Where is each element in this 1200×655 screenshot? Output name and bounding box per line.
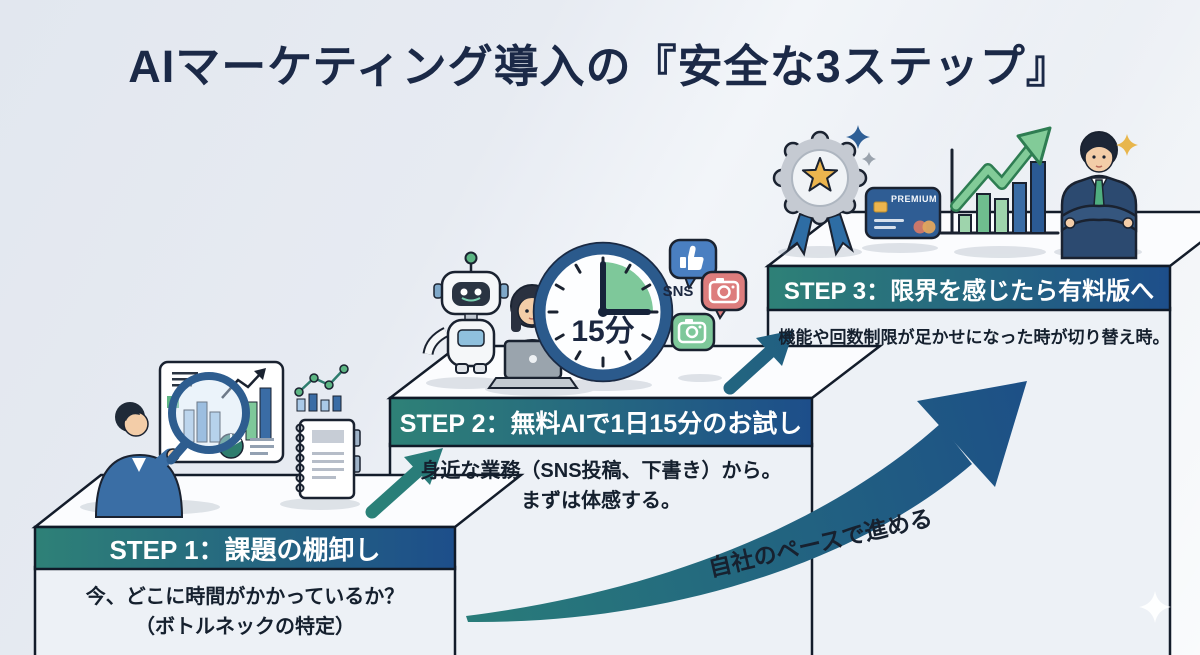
sparkle-icon <box>1139 591 1171 623</box>
step-transition-arrow-2 <box>723 330 794 395</box>
step-transition-arrow-1 <box>365 448 443 519</box>
ai-trial-illustration <box>422 238 748 389</box>
step-2-banner-label: STEP 2：無料AIで1日15分のお試し <box>399 410 803 438</box>
step-3-description: 機能や回数制限が足かせになった時が切り替え時。 <box>778 328 1170 347</box>
premium-card-icon <box>864 186 942 240</box>
clock-minutes-label: 15分 <box>571 315 635 348</box>
sparkle-icon <box>862 152 876 166</box>
magnifier-icon <box>166 372 250 465</box>
analysis-illustration <box>94 360 361 518</box>
step-1-banner-label: STEP 1：課題の棚卸し <box>109 534 381 565</box>
clock-15min <box>532 241 674 383</box>
camera-square-icon <box>670 312 716 352</box>
step-1-description: 今、どこに時間がかかっているか？ （ボトルネックの特定） <box>85 586 405 638</box>
page-title: AIマーケティング導入の『安全な3ステップ』 <box>128 41 1072 92</box>
sns-label: SNS <box>662 283 694 300</box>
premium-illustration <box>772 125 1138 260</box>
thumbs-up-icon <box>668 238 718 291</box>
step-3-banner: STEP 3：限界を感じたら有料版へ <box>768 266 1170 310</box>
sns-icons <box>668 238 748 352</box>
businessman <box>1060 131 1138 260</box>
step-1-banner: STEP 1：課題の棚卸し <box>35 527 455 569</box>
camera-bubble-icon <box>700 270 748 320</box>
chart-board <box>158 360 285 464</box>
growth-swoosh-arrow <box>466 381 1027 623</box>
robot <box>422 251 509 374</box>
step-2-banner: STEP 2：無料AIで1日15分のお試し <box>390 398 812 446</box>
award-medal-icon <box>772 125 876 257</box>
growth-bar-chart <box>938 126 1060 235</box>
step-2-description: 身近な業務（SNS投稿、下書き）から。 まずは体感する。 <box>420 460 782 512</box>
premium-card-label: PREMIUM <box>891 194 937 204</box>
step-3-banner-label: STEP 3：限界を感じたら有料版へ <box>783 277 1155 305</box>
sparkle-icon <box>846 125 870 149</box>
sparkle-icon <box>1116 134 1138 156</box>
analyst-person <box>94 402 184 518</box>
mini-trend-chart <box>294 364 349 412</box>
notebook <box>295 418 361 500</box>
